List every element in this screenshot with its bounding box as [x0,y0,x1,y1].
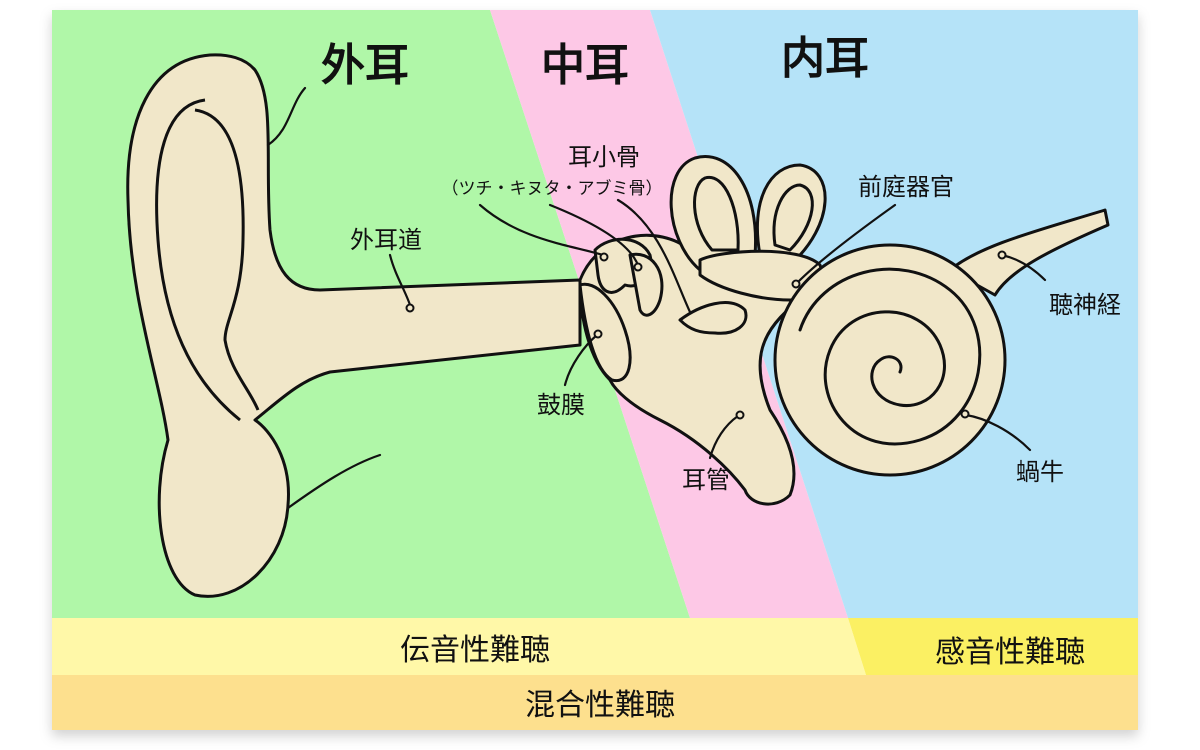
helix-fold [155,98,241,422]
stapes-pointer [616,198,692,314]
eustachian-tube-pointer-dot [735,410,745,420]
auditory-nerve-pointer-dot [997,250,1007,260]
cochlea-pointer-dot [960,409,970,419]
vestibular-pointer [796,203,897,284]
outer-ear-pointer [266,86,307,147]
eardrum-shape [578,282,632,383]
ear-canal-pointer-dot [405,303,415,313]
conductive-band [52,618,866,675]
canal-loop-inner [693,175,740,252]
eustachian-tube-pointer [708,414,740,460]
canal-loop-right-inner [772,183,814,252]
conductive-hearing-loss-label: 伝音性難聴 [400,633,550,668]
outer-ear-title: 外耳 [321,40,409,91]
eardrum-label: 鼓膜 [537,391,585,419]
sensorineural-band [848,618,1138,675]
cochlea-body [773,243,1007,477]
middle-ear-title: 中耳 [541,40,629,91]
earlobe-line [286,453,382,510]
cochlea-shape [773,243,1007,477]
pointer-lines [388,198,1047,460]
ear-canal-label: 外耳道 [350,226,422,254]
inner-ear-title: 内耳 [781,33,869,84]
eustachian-tube-label: 耳管 [682,466,730,494]
ear-canal-pointer [388,253,412,307]
auditory-nerve-label: 聴神経 [1049,291,1121,319]
incus-pointer [548,203,640,267]
mixed-hearing-loss-label: 混合性難聴 [525,688,675,723]
antihelix-fold [194,108,260,411]
mixed-band [52,675,1138,730]
eardrum-pointer-dot [593,329,603,339]
cochlea-pointer [964,413,1032,452]
malleus-pointer-dot [599,252,609,262]
auricle [126,53,582,598]
cochlea-label: 蝸牛 [1016,458,1064,486]
eardrum-pointer [563,333,599,387]
vestibular-pointer-dot [791,279,801,289]
ossicles-label: 耳小骨 [568,143,640,171]
auditory-nerve-shape [948,208,1110,297]
semicircular-canals [669,155,827,302]
incus-pointer-dot [633,262,643,272]
malleus-pointer [478,203,605,257]
ossicles-shape [593,237,748,335]
vestibular-label: 前庭器官 [858,173,954,201]
sensorineural-hearing-loss-label: 感音性難聴 [935,635,1085,670]
cochlea-spiral [798,267,982,446]
ossicles-detail-label: （ツチ・キヌタ・アブミ骨） [442,178,663,199]
stapes-shape [678,301,748,335]
